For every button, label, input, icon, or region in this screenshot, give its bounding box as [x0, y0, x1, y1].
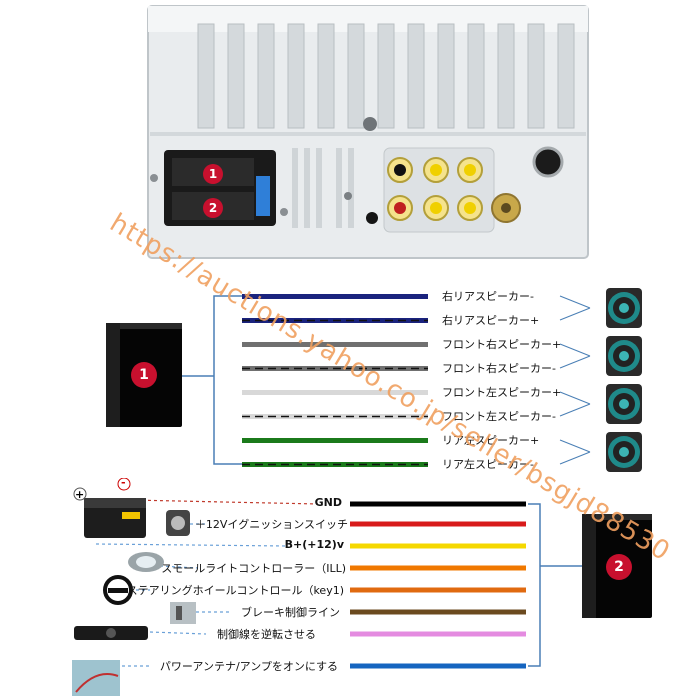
fin [197, 23, 215, 129]
speaker-wire-label: リア左スピーカー- [442, 458, 534, 471]
speaker-wire-label: 右リアスピーカー+ [442, 314, 540, 327]
fin [407, 23, 425, 129]
antenna-icon [72, 660, 120, 696]
fin [437, 23, 455, 129]
bracket [528, 503, 541, 667]
power-wire-label: B+(+12)v [284, 538, 344, 551]
brake-icon [170, 602, 196, 624]
fin [317, 23, 335, 129]
fin [557, 23, 575, 129]
harness-2-badge: 2 [606, 554, 632, 580]
power-wire-label: ブレーキ制御ライン [241, 606, 340, 619]
power-wire-label: スモールライトコントローラー（ILL) [161, 562, 346, 575]
speaker-wire [242, 294, 428, 299]
power-wire [350, 521, 526, 527]
fin [287, 23, 305, 129]
power-wire [350, 663, 526, 669]
power-wire [350, 609, 526, 615]
power-wire-label: ステアリングホイールコントロール（key1) [126, 584, 344, 597]
power-wire-label: GND [314, 496, 342, 509]
mic-port [366, 212, 378, 224]
power-wire [350, 565, 526, 571]
fin [347, 23, 365, 129]
speaker-icon [606, 384, 642, 424]
connector-badge-2: 2 [203, 198, 223, 218]
speaker-wire [242, 342, 428, 347]
power-wire [350, 631, 526, 637]
fin [467, 23, 485, 129]
speaker-icon [606, 288, 642, 328]
speaker-icon [606, 432, 642, 472]
power-wire-label: パワーアンテナ/アンプをオンにする [159, 660, 338, 673]
bracket [213, 295, 242, 465]
speaker-wire-label: 右リアスピーカー- [442, 290, 534, 303]
fuse [256, 176, 270, 216]
power-wire [350, 501, 526, 507]
fin [257, 23, 275, 129]
speaker-wire [242, 438, 428, 443]
connector-badge-1: 1 [203, 164, 223, 184]
speaker-wire-label: フロント左スピーカー+ [442, 386, 562, 399]
chassis-top [148, 6, 588, 32]
fin [527, 23, 545, 129]
gps-port [532, 146, 564, 178]
power-control-wires [72, 499, 582, 696]
power-wire-label: 制御線を逆転させる [217, 628, 316, 641]
speaker-wires [182, 288, 642, 472]
power-wire [350, 543, 526, 549]
mount-screw [363, 117, 377, 131]
power-wire-label: ＋12Vイグニッションスイッチ [194, 518, 348, 531]
backup-camera-icon [74, 626, 148, 640]
fin [377, 23, 395, 129]
speaker-icon [606, 336, 642, 376]
speaker-wire-label: フロント右スピーカー- [442, 362, 556, 375]
speaker-wire-label: フロント右スピーカー+ [442, 338, 562, 351]
ignition-key-icon [166, 510, 190, 536]
fin [497, 23, 515, 129]
speaker-wire-label: リア左スピーカー+ [442, 434, 540, 447]
power-wire [350, 587, 526, 593]
battery-plus: + [75, 488, 85, 501]
head-unit-rear-panel [147, 5, 589, 259]
speaker-wire-label: フロント左スピーカー- [442, 410, 556, 423]
steering-wheel-icon [103, 575, 133, 605]
battery-icon [73, 478, 146, 538]
headlight-icon [128, 552, 164, 572]
harness-1-badge: 1 [131, 362, 157, 388]
heat-sink-fins [197, 23, 575, 129]
speaker-wire [242, 390, 428, 395]
vent-slots [292, 148, 354, 228]
rca-jacks [387, 157, 483, 221]
fin [227, 23, 245, 129]
battery-minus: - [121, 476, 126, 489]
